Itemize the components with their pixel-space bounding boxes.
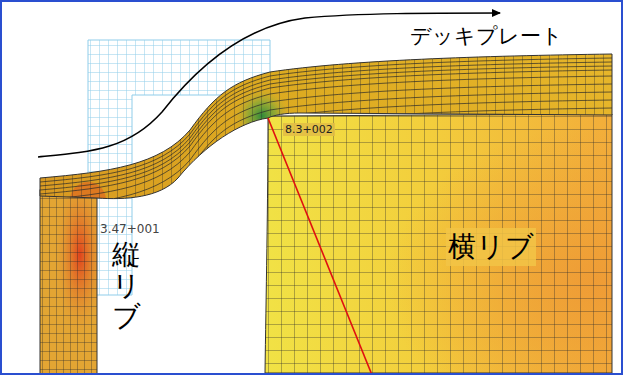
transverse-rib (260, 110, 620, 375)
part-name: デッキプレート (410, 22, 563, 50)
stress-value: 3.47+001 (100, 222, 160, 236)
stress-value: 8.3+002 (283, 123, 335, 136)
deck-plate (30, 40, 620, 232)
longitudinal-rib (40, 190, 97, 375)
part-name: 縦リブ (112, 240, 140, 332)
part-name: 横リブ (446, 228, 536, 266)
section-line (268, 118, 372, 375)
